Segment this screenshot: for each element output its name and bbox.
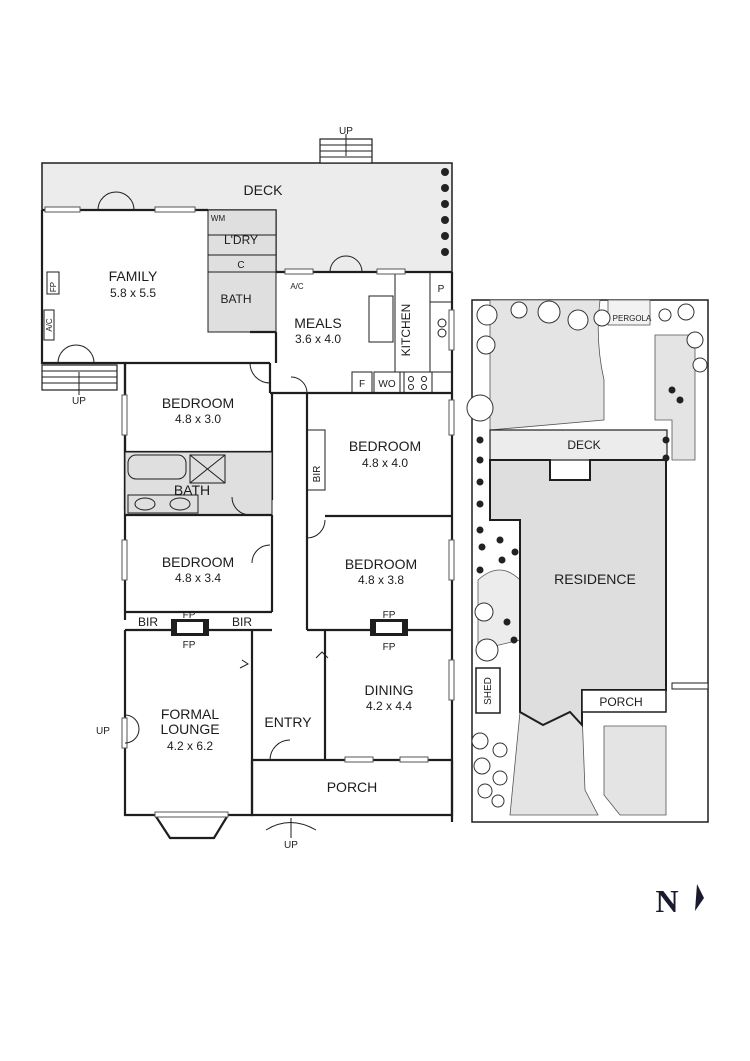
label-up-porch: UP: [284, 840, 298, 851]
label-meals: MEALS: [294, 315, 341, 331]
label-fp-right-top: FP: [383, 610, 396, 621]
size-bedroom2: 4.8 x 4.0: [362, 456, 408, 470]
label-lounge-2: LOUNGE: [160, 721, 219, 737]
label-pergola: PERGOLA: [613, 314, 652, 323]
window: [44, 206, 81, 213]
label-ac-family: A/C: [45, 318, 54, 332]
label-site-porch: PORCH: [599, 695, 642, 709]
label-bir-mid: BIR: [312, 466, 323, 483]
laundry-bath-area: [207, 209, 277, 333]
label-entry: ENTRY: [264, 714, 312, 730]
shed: [475, 667, 501, 714]
site-plan: [466, 299, 709, 823]
size-meals: 3.6 x 4.0: [295, 332, 341, 346]
label-lounge-1: FORMAL: [161, 706, 220, 722]
label-family: FAMILY: [109, 268, 158, 284]
label-bedroom4: BEDROOM: [345, 556, 417, 572]
size-lounge: 4.2 x 6.2: [167, 739, 213, 753]
label-kitchen: KITCHEN: [399, 304, 413, 357]
label-laundry: L'DRY: [224, 233, 258, 247]
label-site-deck: DECK: [567, 438, 600, 452]
label-bath-mid: BATH: [174, 482, 210, 498]
label-up-lounge: UP: [96, 726, 110, 737]
label-up-deck: UP: [339, 126, 353, 137]
label-pantry: P: [438, 284, 445, 295]
size-dining: 4.2 x 4.4: [366, 699, 412, 713]
window: [154, 206, 196, 213]
air-conditioner: [43, 309, 55, 341]
label-bath-top: BATH: [220, 292, 251, 306]
compass-letter: N: [655, 883, 678, 919]
label-bedroom3: BEDROOM: [162, 554, 234, 570]
label-fp-family: FP: [49, 282, 58, 292]
label-wall-oven: WO: [378, 379, 395, 390]
deck-shrubs: [441, 168, 449, 256]
label-linen: C: [237, 260, 244, 271]
main-floor-plan: [40, 134, 455, 840]
fireplace: [46, 271, 60, 295]
label-shed: SHED: [483, 677, 494, 705]
label-bir-left: BIR: [138, 615, 158, 629]
label-residence: RESIDENCE: [554, 571, 636, 587]
site-shrubs: [476, 386, 684, 644]
label-bir-right: BIR: [232, 615, 252, 629]
label-fridge: F: [359, 379, 365, 390]
site-trees: [466, 300, 708, 808]
label-dining: DINING: [365, 682, 414, 698]
label-bedroom1: BEDROOM: [162, 395, 234, 411]
size-bedroom1: 4.8 x 3.0: [175, 412, 221, 426]
size-bedroom4: 4.8 x 3.8: [358, 573, 404, 587]
size-family: 5.8 x 5.5: [110, 286, 156, 300]
label-fp-left-bottom: FP: [183, 640, 196, 651]
label-wm: WM: [211, 214, 226, 223]
north-compass-icon: N: [655, 883, 704, 919]
label-deck: DECK: [244, 182, 284, 198]
label-bedroom2: BEDROOM: [349, 438, 421, 454]
kitchen-island: [368, 295, 394, 343]
label-up-family: UP: [72, 396, 86, 407]
label-fp-left-top: FP: [183, 610, 196, 621]
family-walls: [40, 210, 127, 510]
label-porch: PORCH: [327, 779, 378, 795]
label-fp-right-bottom: FP: [383, 642, 396, 653]
size-bedroom3: 4.8 x 3.4: [175, 571, 221, 585]
label-ac-meals: A/C: [290, 282, 304, 291]
